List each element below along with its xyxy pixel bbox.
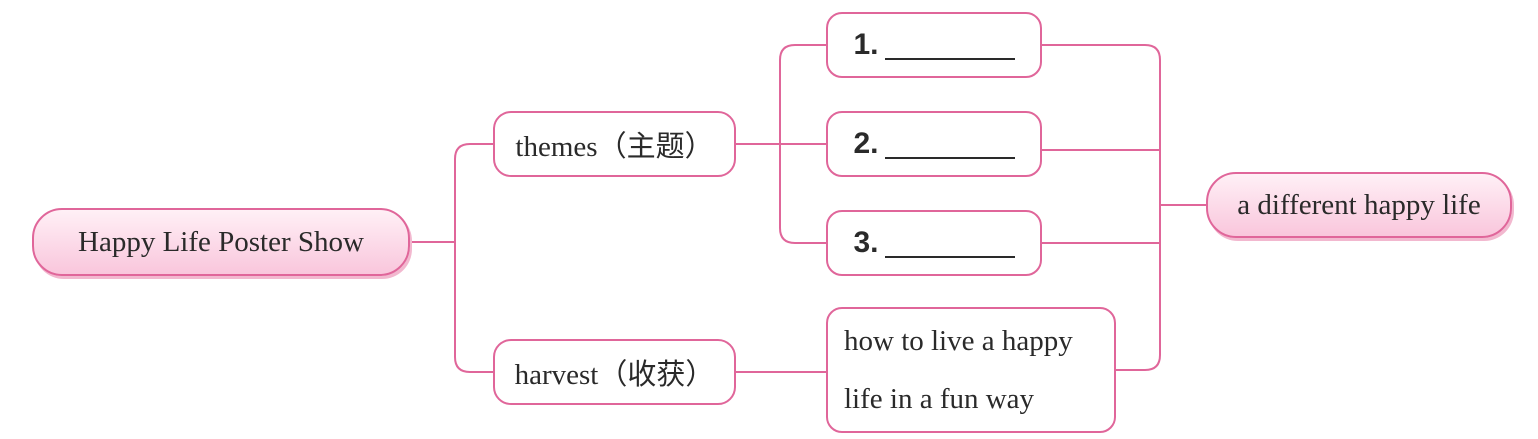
blank-number-1: 1. (853, 28, 879, 61)
themes-label: themes（主题） (515, 131, 714, 163)
harvest-node: harvest（收获） (493, 339, 736, 405)
harvest-item-line-2: life in a fun way (844, 383, 1035, 415)
harvest-label: harvest（收获） (514, 359, 715, 391)
blank-line-3 (884, 230, 1015, 258)
blank-3: 3. (853, 226, 1015, 259)
theme-blank-2: 2. (826, 111, 1042, 177)
theme-blank-3: 3. (826, 210, 1042, 276)
blank-number-2: 2. (853, 127, 879, 160)
root-label: Happy Life Poster Show (78, 225, 364, 258)
connector-root-themes (454, 143, 495, 373)
result-label: a different happy life (1237, 188, 1481, 221)
blank-line-1 (884, 32, 1015, 60)
blank-number-3: 3. (853, 226, 879, 259)
root-node: Happy Life Poster Show (32, 208, 410, 276)
blank-1: 1. (853, 28, 1015, 61)
blank-line-2 (884, 131, 1015, 159)
blank-2: 2. (853, 127, 1015, 160)
theme-blank-1: 1. (826, 12, 1042, 78)
connector-merge-top (1042, 44, 1161, 371)
themes-node: themes（主题） (493, 111, 736, 177)
result-node: a different happy life (1206, 172, 1512, 238)
harvest-item-line-1: how to live a happy (844, 325, 1073, 357)
harvest-item-node: how to live a happy life in a fun way (826, 307, 1116, 433)
